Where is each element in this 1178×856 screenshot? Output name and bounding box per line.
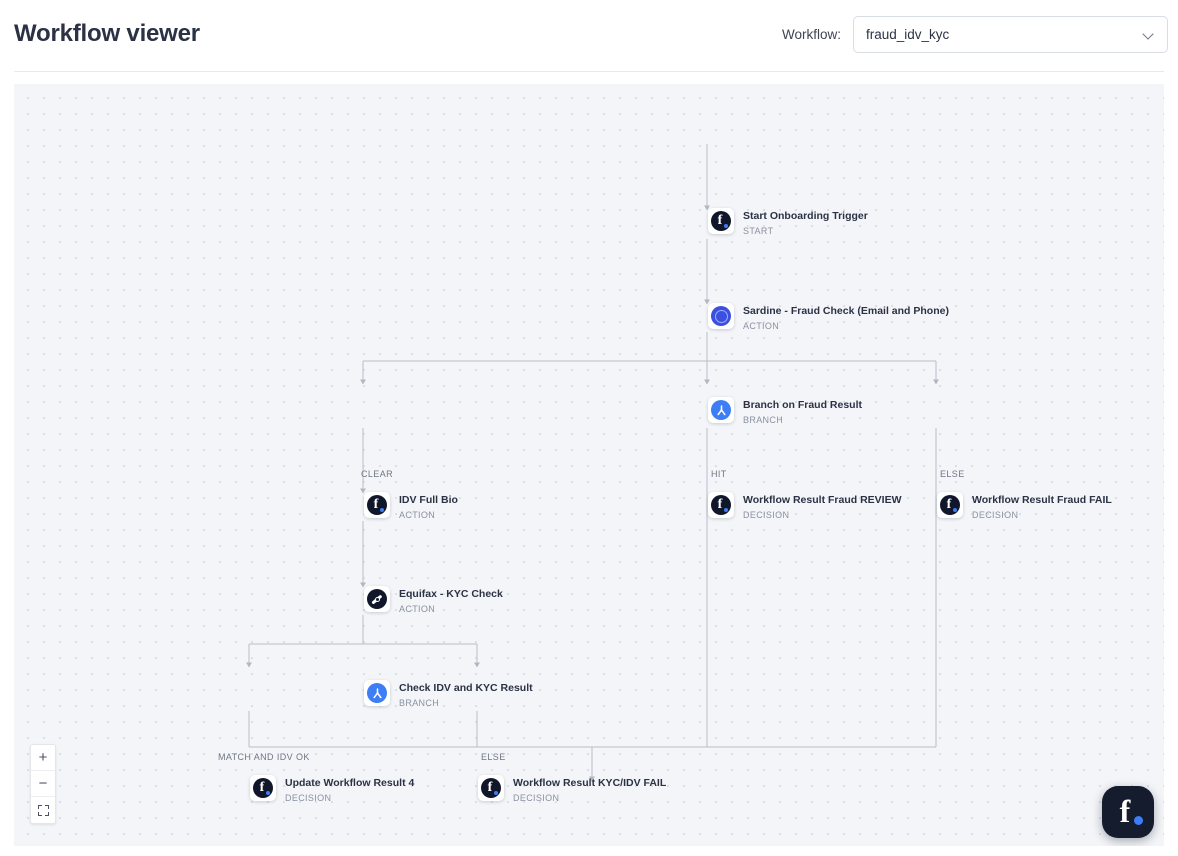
node-text: Branch on Fraud Result BRANCH	[743, 395, 862, 426]
workflow-select-value: fraud_idv_kyc	[866, 27, 950, 42]
node-title: Equifax - KYC Check	[399, 588, 503, 600]
branch-icon	[367, 683, 387, 704]
node-type: ACTION	[399, 604, 436, 615]
brand-dot-icon	[1134, 816, 1143, 825]
node-title: Check IDV and KYC Result	[399, 682, 533, 694]
node-type: START	[743, 226, 774, 237]
node-text: Start Onboarding Trigger START	[743, 206, 868, 237]
zoom-out-button[interactable]: −	[31, 771, 55, 797]
node-check-idv-and-kyc-result[interactable]: Check IDV and KYC Result BRANCH	[364, 678, 533, 709]
edge-label-match-and-idv-ok: MATCH AND IDV OK	[218, 752, 310, 762]
node-text: Check IDV and KYC Result BRANCH	[399, 678, 533, 709]
node-sardine-fraud-check[interactable]: Sardine - Fraud Check (Email and Phone) …	[708, 301, 949, 332]
brand-f-icon: f	[940, 495, 960, 516]
workflow-edges	[246, 144, 939, 782]
edge-label-clear: CLEAR	[361, 469, 394, 479]
node-workflow-result-fraud-fail[interactable]: f Workflow Result Fraud FAIL DECISION	[937, 490, 1112, 521]
workflow-canvas[interactable]: f Start Onboarding Trigger START Sardine…	[14, 84, 1164, 846]
node-text: Workflow Result KYC/IDV FAIL DECISION	[513, 773, 666, 804]
node-workflow-result-kyc-idv-fail[interactable]: f Workflow Result KYC/IDV FAIL DECISION	[478, 773, 666, 804]
node-title: Workflow Result KYC/IDV FAIL	[513, 777, 667, 789]
node-type: ACTION	[399, 510, 436, 521]
chevron-down-icon	[1143, 29, 1155, 41]
fit-view-icon	[37, 804, 49, 816]
edge-label-else-top: ELSE	[940, 469, 965, 479]
header-divider	[14, 71, 1164, 72]
fit-view-button[interactable]	[31, 797, 55, 823]
node-title: Workflow Result Fraud REVIEW	[743, 494, 902, 506]
node-icon: f	[478, 775, 504, 802]
node-title: Update Workflow Result 4	[285, 777, 415, 789]
workflow-label: Workflow:	[781, 27, 841, 42]
node-branch-on-fraud-result[interactable]: Branch on Fraud Result BRANCH	[708, 395, 862, 426]
node-icon	[708, 303, 734, 330]
workflow-picker: Workflow: fraud_idv_kyc	[782, 16, 1168, 53]
node-type: DECISION	[743, 510, 790, 521]
node-icon: f	[708, 208, 734, 235]
equifax-icon	[367, 589, 387, 610]
node-update-workflow-result-4[interactable]: f Update Workflow Result 4 DECISION	[250, 773, 414, 804]
node-title: Sardine - Fraud Check (Email and Phone)	[743, 305, 949, 317]
node-text: Update Workflow Result 4 DECISION	[285, 773, 414, 804]
node-icon: f	[250, 775, 276, 802]
node-text: Equifax - KYC Check ACTION	[399, 584, 503, 615]
page-title: Workflow viewer	[14, 20, 200, 47]
brand-f-icon: f	[253, 778, 273, 799]
page-header: Workflow viewer Workflow: fraud_idv_kyc	[0, 0, 1178, 72]
sardine-icon	[711, 306, 731, 327]
node-icon: f	[364, 492, 390, 519]
node-type: DECISION	[513, 793, 560, 804]
node-icon: f	[708, 492, 734, 519]
brand-f-icon: f	[711, 495, 731, 516]
edge-label-hit: HIT	[711, 469, 727, 479]
node-title: Branch on Fraud Result	[743, 399, 863, 411]
node-text: Workflow Result Fraud FAIL DECISION	[972, 490, 1112, 521]
node-start-onboarding-trigger[interactable]: f Start Onboarding Trigger START	[708, 206, 868, 237]
node-icon	[364, 586, 390, 613]
zoom-in-button[interactable]: +	[31, 745, 55, 771]
node-title: Workflow Result Fraud FAIL	[972, 494, 1112, 506]
node-text: Workflow Result Fraud REVIEW DECISION	[743, 490, 901, 521]
node-type: DECISION	[972, 510, 1019, 521]
brand-f-icon: f	[1119, 793, 1131, 829]
brand-fab-button[interactable]: f	[1102, 786, 1154, 838]
node-icon	[364, 680, 390, 707]
node-type: DECISION	[285, 793, 332, 804]
node-text: Sardine - Fraud Check (Email and Phone) …	[743, 301, 949, 332]
edge-label-else-lower: ELSE	[481, 752, 506, 762]
node-icon: f	[937, 492, 963, 519]
node-title: Start Onboarding Trigger	[743, 210, 868, 222]
zoom-controls: + −	[30, 744, 56, 824]
node-idv-full-bio[interactable]: f IDV Full Bio ACTION	[364, 490, 458, 521]
node-type: BRANCH	[743, 415, 784, 426]
workflow-select[interactable]: fraud_idv_kyc	[853, 16, 1168, 53]
branch-icon	[711, 400, 731, 421]
node-text: IDV Full Bio ACTION	[399, 490, 458, 521]
node-equifax-kyc-check[interactable]: Equifax - KYC Check ACTION	[364, 584, 503, 615]
brand-f-icon: f	[481, 778, 501, 799]
node-type: BRANCH	[399, 698, 440, 709]
node-type: ACTION	[743, 321, 780, 332]
brand-f-icon: f	[711, 211, 731, 232]
node-title: IDV Full Bio	[399, 494, 458, 506]
brand-f-icon: f	[367, 495, 387, 516]
node-workflow-result-fraud-review[interactable]: f Workflow Result Fraud REVIEW DECISION	[708, 490, 901, 521]
node-icon	[708, 397, 734, 424]
